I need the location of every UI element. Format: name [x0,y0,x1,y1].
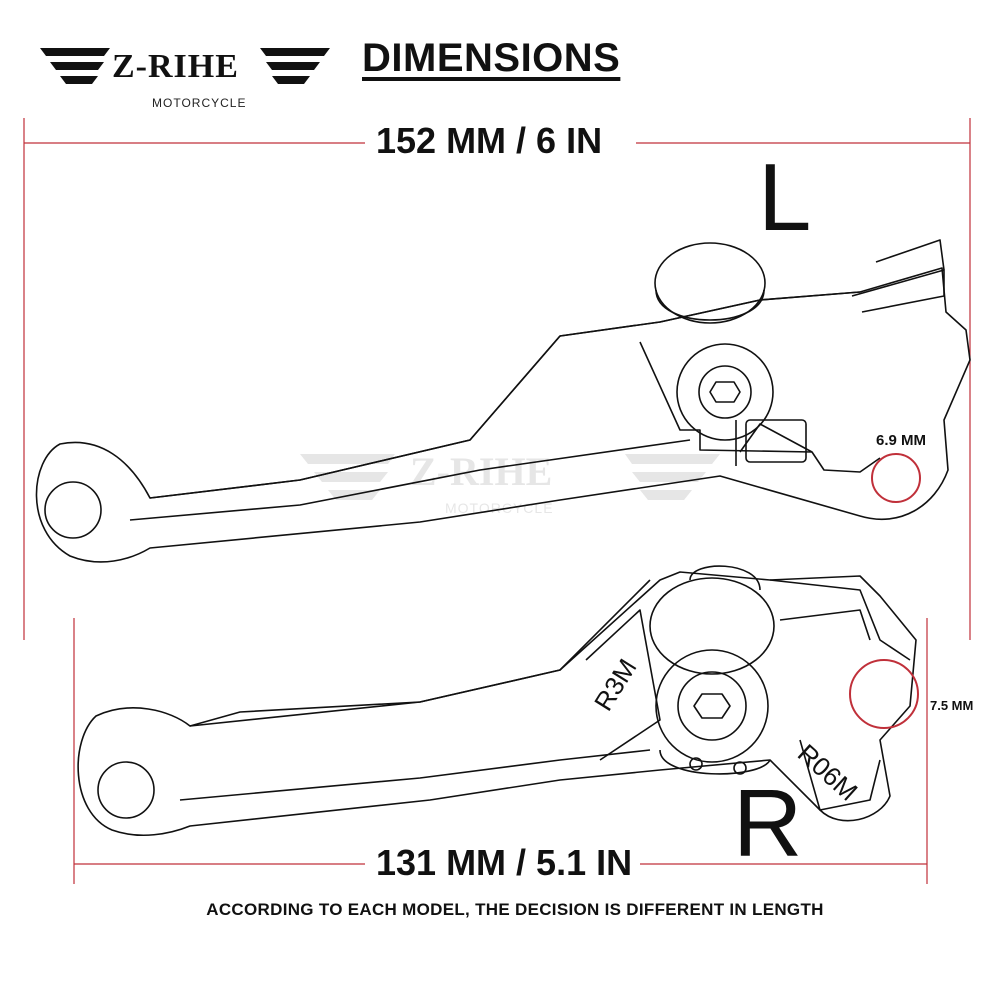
watermark-subtitle: MOTORCYCLE [445,500,554,516]
right-hole-label: 7.5 MM [930,698,974,713]
logo-subtitle: MOTORCYCLE [152,96,247,110]
top-length-label: 152 MM / 6 IN [368,120,611,162]
right-hole-marker [849,659,919,729]
watermark-brand: Z-RIHE [410,449,553,494]
right-lever [77,565,917,837]
logo-brand: Z-RIHE [112,48,239,85]
brand-logo: Z-RIHE MOTORCYCLE [40,40,330,120]
right-lever-label: R [733,770,803,877]
bottom-length-label: 131 MM / 5.1 IN [368,842,641,884]
left-hole-marker [871,453,921,503]
page-title: DIMENSIONS [362,36,621,80]
logo-wings-icon [40,48,330,84]
left-lever-label: L [758,144,812,251]
left-lever [35,239,971,563]
top-dimension-line [23,118,971,640]
length-note: ACCORDING TO EACH MODEL, THE DECISION IS… [206,900,824,919]
bottom-dimension-line [73,618,928,884]
left-hole-label: 6.9 MM [876,432,927,449]
